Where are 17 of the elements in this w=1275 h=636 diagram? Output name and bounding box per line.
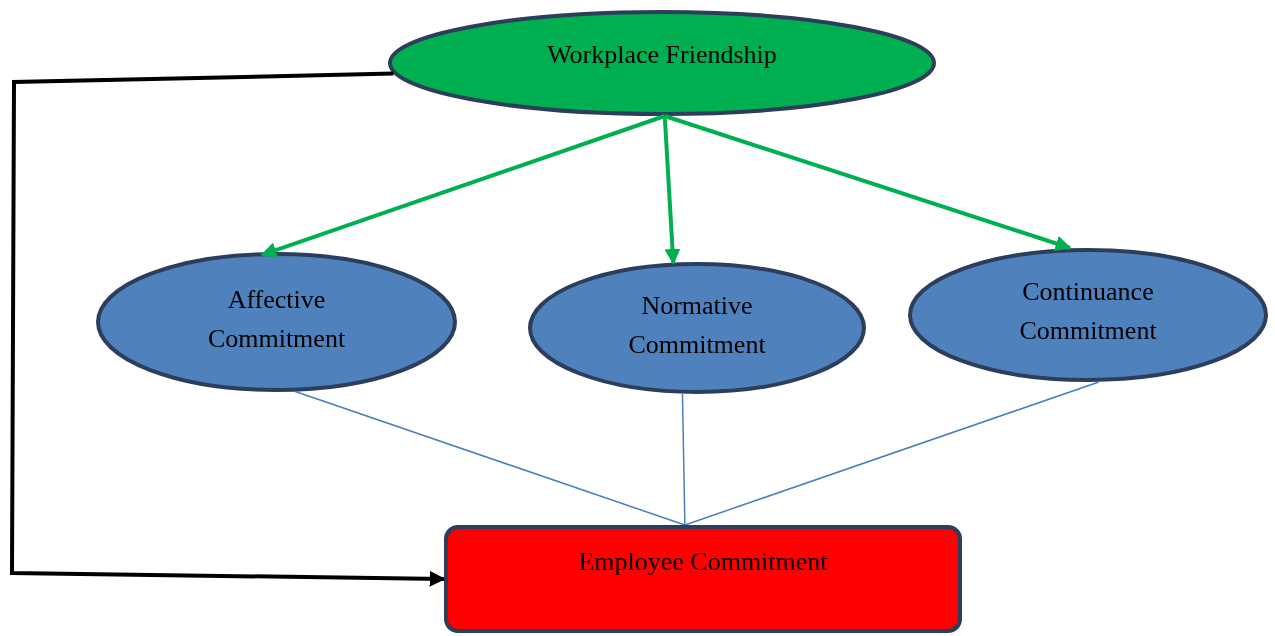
arrow	[662, 115, 681, 265]
node-label: Affective Commitment	[206, 284, 347, 355]
connector-line	[684, 381, 1100, 526]
node-label: Employee Commitment	[578, 545, 828, 578]
ellipse-node	[908, 248, 1268, 382]
node-label: Continuance Commitment	[1018, 276, 1158, 347]
arrow	[260, 114, 666, 258]
connector-line	[293, 390, 686, 526]
ellipse-node	[96, 252, 457, 392]
arrow	[10, 71, 446, 587]
ellipse-node	[528, 262, 866, 394]
ellipse-node	[388, 10, 936, 116]
node-label: Workplace Friendship	[547, 38, 777, 71]
node-label: Normative Commitment	[627, 290, 767, 361]
rounded-box	[444, 525, 962, 633]
connector-line	[681, 393, 686, 526]
arrow	[664, 114, 1072, 252]
